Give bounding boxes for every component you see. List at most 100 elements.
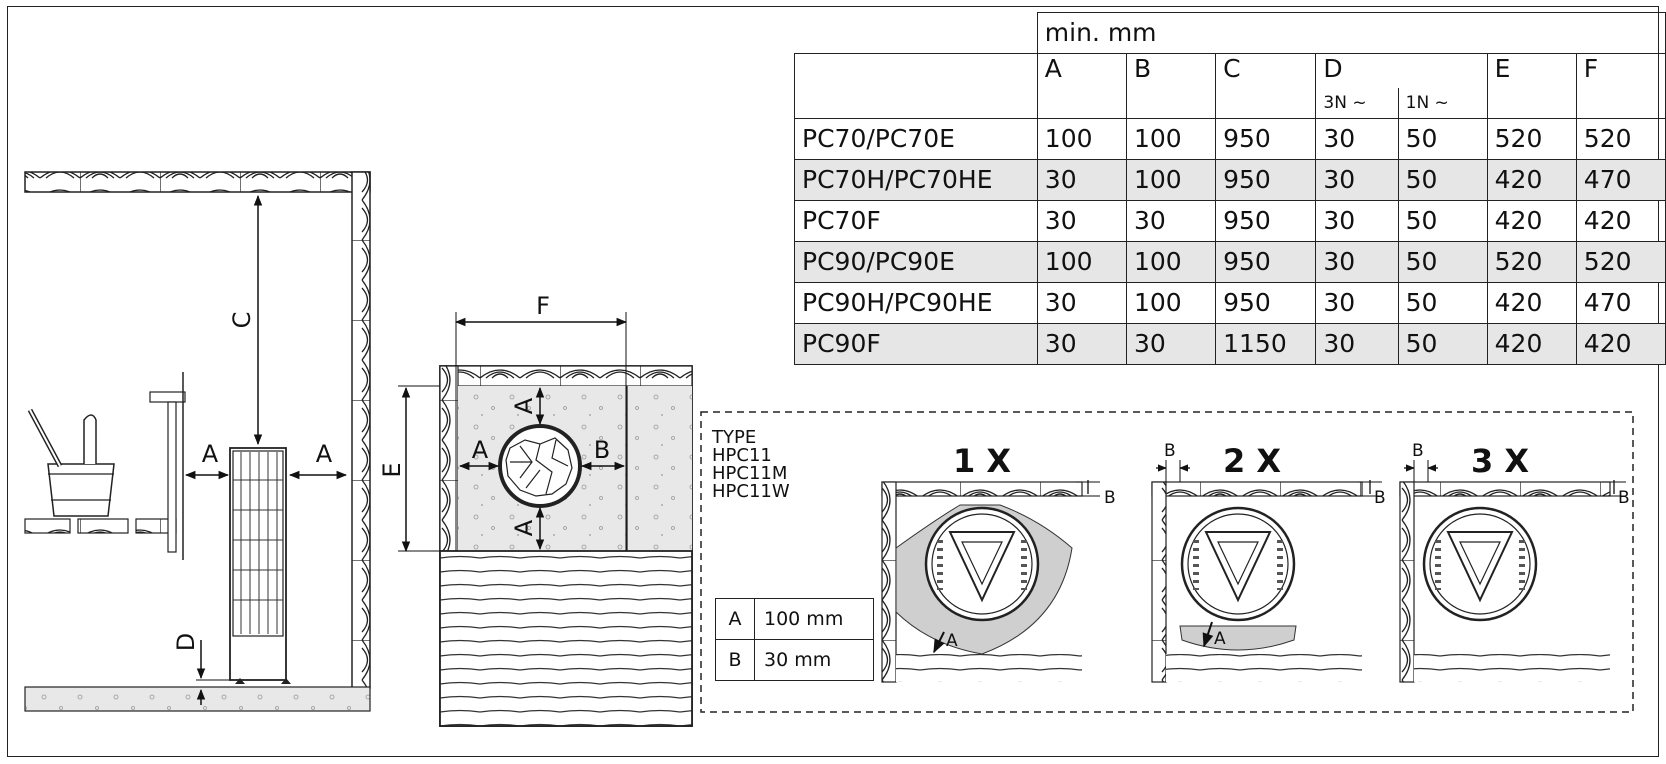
corner-cell [795,13,1038,54]
wall-wood [351,171,371,689]
floor [24,686,371,712]
dim-b-label: B [594,436,610,464]
dim-b-top: B [1412,441,1424,461]
variant-1x: 1 X B A [881,442,1116,683]
d3-cell: 30 [1315,117,1399,160]
c-cell: 1150 [1215,322,1317,365]
d1-cell: 50 [1397,240,1488,283]
f-cell: 470 [1575,281,1666,324]
d3-cell: 30 [1315,199,1399,242]
dim-b: B [1104,488,1116,508]
c-cell: 950 [1215,117,1317,160]
legend-key: B [715,639,755,681]
dim-b: B [1618,488,1630,508]
f-cell: 520 [1575,117,1666,160]
d1-cell: 50 [1397,117,1488,160]
col-e-header: E [1486,52,1577,119]
d3-cell: 30 [1315,240,1399,283]
model-cell: PC90H/PC90HE [794,281,1038,324]
legend-row: A 100 mm [715,598,874,640]
e-cell: 520 [1486,240,1577,283]
c-cell: 950 [1215,158,1317,201]
table-row: PC90F 30 30 1150 30 50 420 420 [794,322,1666,365]
legend-value: 100 mm [754,598,874,640]
type-line: TYPE [711,427,756,448]
legend-table: A 100 mm B 30 mm [715,598,874,681]
type-list: TYPE HPC11 HPC11M HPC11W [711,427,790,502]
dim-a-right-label: A [316,440,333,468]
model-cell: PC70F [794,199,1038,242]
legend-row: B 30 mm [715,639,874,681]
d1-cell: 50 [1397,158,1488,201]
left-wood-wall [439,365,459,552]
dim-f-label: F [536,292,550,320]
legend-key: A [715,598,755,640]
drawing-frame [7,6,1659,757]
col-d-3n-header: 3N ~ [1315,87,1399,119]
dim-d-label: D [172,633,200,651]
variant-title: 3 X [1471,442,1529,480]
dim-c-label: C [228,312,256,329]
type-line: HPC11 [712,445,772,466]
heater-top-icon [498,424,582,508]
b-cell: 100 [1125,117,1217,160]
dim-a-left-top-label: A [472,436,489,464]
dim-a: A [1214,629,1226,649]
bucket-icon [27,408,115,517]
table-row: PC90/PC90E 100 100 950 30 50 520 520 [794,240,1666,283]
b-cell: 30 [1125,322,1217,365]
a-cell: 30 [1036,281,1127,324]
top-view: F E A A B A [378,292,693,727]
c-cell: 950 [1215,240,1317,283]
col-f-header: F [1575,52,1666,119]
col-d-header: D [1315,52,1488,88]
bench-planks [439,550,693,727]
ceiling-wood [24,171,371,193]
col-d-1n-header: 1N ~ [1397,87,1488,119]
table-row: PC70/PC70E 100 100 950 30 50 520 520 [794,117,1666,160]
side-view: C A A D [24,171,371,712]
col-a-header: A [1036,52,1127,119]
model-header [794,52,1038,119]
table-row: PC90H/PC90HE 30 100 950 30 50 420 470 [794,281,1666,324]
dim-a: A [946,631,958,651]
top-wood-wall [439,365,693,387]
d1-cell: 50 [1397,281,1488,324]
b-cell: 100 [1125,158,1217,201]
b-cell: 100 [1125,281,1217,324]
col-b-header: B [1125,52,1217,119]
e-cell: 420 [1486,199,1577,242]
dim-a-top-label: A [510,397,538,414]
a-cell: 100 [1036,240,1127,283]
c-cell: 950 [1215,281,1317,324]
e-cell: 420 [1486,322,1577,365]
bench-icon [24,372,186,560]
model-cell: PC70/PC70E [794,117,1038,160]
f-cell: 420 [1575,199,1666,242]
variant-title: 1 X [953,442,1011,480]
heater-icon [229,447,291,684]
d3-cell: 30 [1315,158,1399,201]
type-line: HPC11W [712,481,790,502]
table-row: PC70H/PC70HE 30 100 950 30 50 420 470 [794,158,1666,201]
model-cell: PC70H/PC70HE [794,158,1038,201]
b-cell: 100 [1125,240,1217,283]
heater-circle-icon [1422,506,1538,622]
model-cell: PC90/PC90E [794,240,1038,283]
a-cell: 100 [1036,117,1127,160]
d3-cell: 30 [1315,281,1399,324]
heater-circle-icon [1180,506,1296,622]
f-cell: 420 [1575,322,1666,365]
clearance-table: min. mm A B C D E F 3N ~ 1N ~ PC70/PC70E… [794,12,1666,365]
a-cell: 30 [1036,158,1127,201]
dim-b-top: B [1164,441,1176,461]
table-title: min. mm [1036,12,1666,54]
variants-dashed-box [700,411,1634,713]
f-cell: 520 [1575,240,1666,283]
variant-3x: 3 X B B [1399,441,1630,683]
d1-cell: 50 [1397,199,1488,242]
type-line: HPC11M [712,463,787,484]
heater-circle-icon [924,506,1040,622]
f-cell: 470 [1575,158,1666,201]
